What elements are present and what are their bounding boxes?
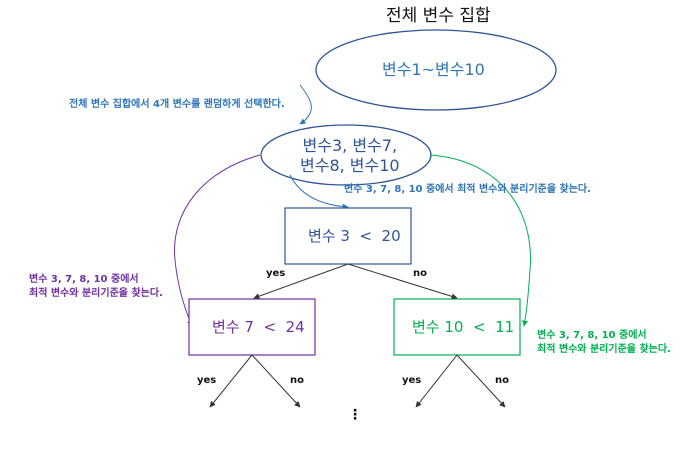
split2-no-edge bbox=[251, 354, 301, 408]
diagram-title: 전체 변수 집합 bbox=[386, 6, 491, 26]
note-split2-line2: 최적 변수와 분리기준을 찾는다. bbox=[29, 287, 163, 299]
split3-yes-label: yes bbox=[402, 375, 422, 386]
split2-yes-label: yes bbox=[197, 375, 217, 386]
subset-to-split3-arrow bbox=[429, 154, 531, 327]
note-split3-line1: 변수 3, 7, 8, 10 중에서 bbox=[537, 330, 647, 341]
split2-label: 변수 7 < 24 bbox=[212, 318, 305, 336]
split1-no-label: no bbox=[413, 268, 427, 279]
split1-box bbox=[284, 207, 412, 265]
note-split2-line1: 변수 3, 7, 8, 10 중에서 bbox=[29, 274, 139, 285]
split3-no-edge bbox=[456, 354, 506, 408]
note-random-selection: 전체 변수 집합에서 4개 변수를 랜덤하게 선택한다. bbox=[69, 99, 285, 110]
split3-label: 변수 10 < 11 bbox=[412, 318, 515, 336]
root-ellipse bbox=[315, 29, 557, 111]
split2-yes-edge bbox=[209, 354, 253, 408]
continuation-dots: ⋮ bbox=[348, 407, 362, 423]
split3-yes-edge bbox=[415, 354, 458, 408]
subset-label-line2: 변수8, 변수10 bbox=[300, 156, 400, 175]
split2-box bbox=[188, 298, 316, 356]
split3-no-label: no bbox=[495, 375, 509, 386]
subset-to-split1-arrow bbox=[289, 174, 349, 210]
note-split3: 변수 3, 7, 8, 10 중에서 최적 변수와 분리기준을 찾는다. bbox=[537, 329, 671, 356]
split1-no-edge bbox=[347, 263, 458, 300]
split1-yes-label: yes bbox=[266, 268, 286, 279]
note-split2: 변수 3, 7, 8, 10 중에서 최적 변수와 분리기준을 찾는다. bbox=[29, 273, 163, 300]
split1-yes-edge bbox=[253, 263, 349, 299]
subset-label: 변수3, 변수7, 변수8, 변수10 bbox=[300, 136, 400, 176]
note-split1: 변수 3, 7, 8, 10 중에서 최적 변수와 분리기준을 찾는다. bbox=[344, 184, 591, 195]
subset-to-split2-arrow bbox=[174, 154, 261, 327]
note-split3-line2: 최적 변수와 분리기준을 찾는다. bbox=[537, 343, 671, 355]
split1-label: 변수 3 < 20 bbox=[308, 227, 401, 245]
root-label: 변수1~변수10 bbox=[382, 60, 485, 79]
split2-no-label: no bbox=[290, 375, 304, 386]
sample-arrow bbox=[299, 84, 312, 125]
subset-label-line1: 변수3, 변수7, bbox=[302, 136, 398, 155]
